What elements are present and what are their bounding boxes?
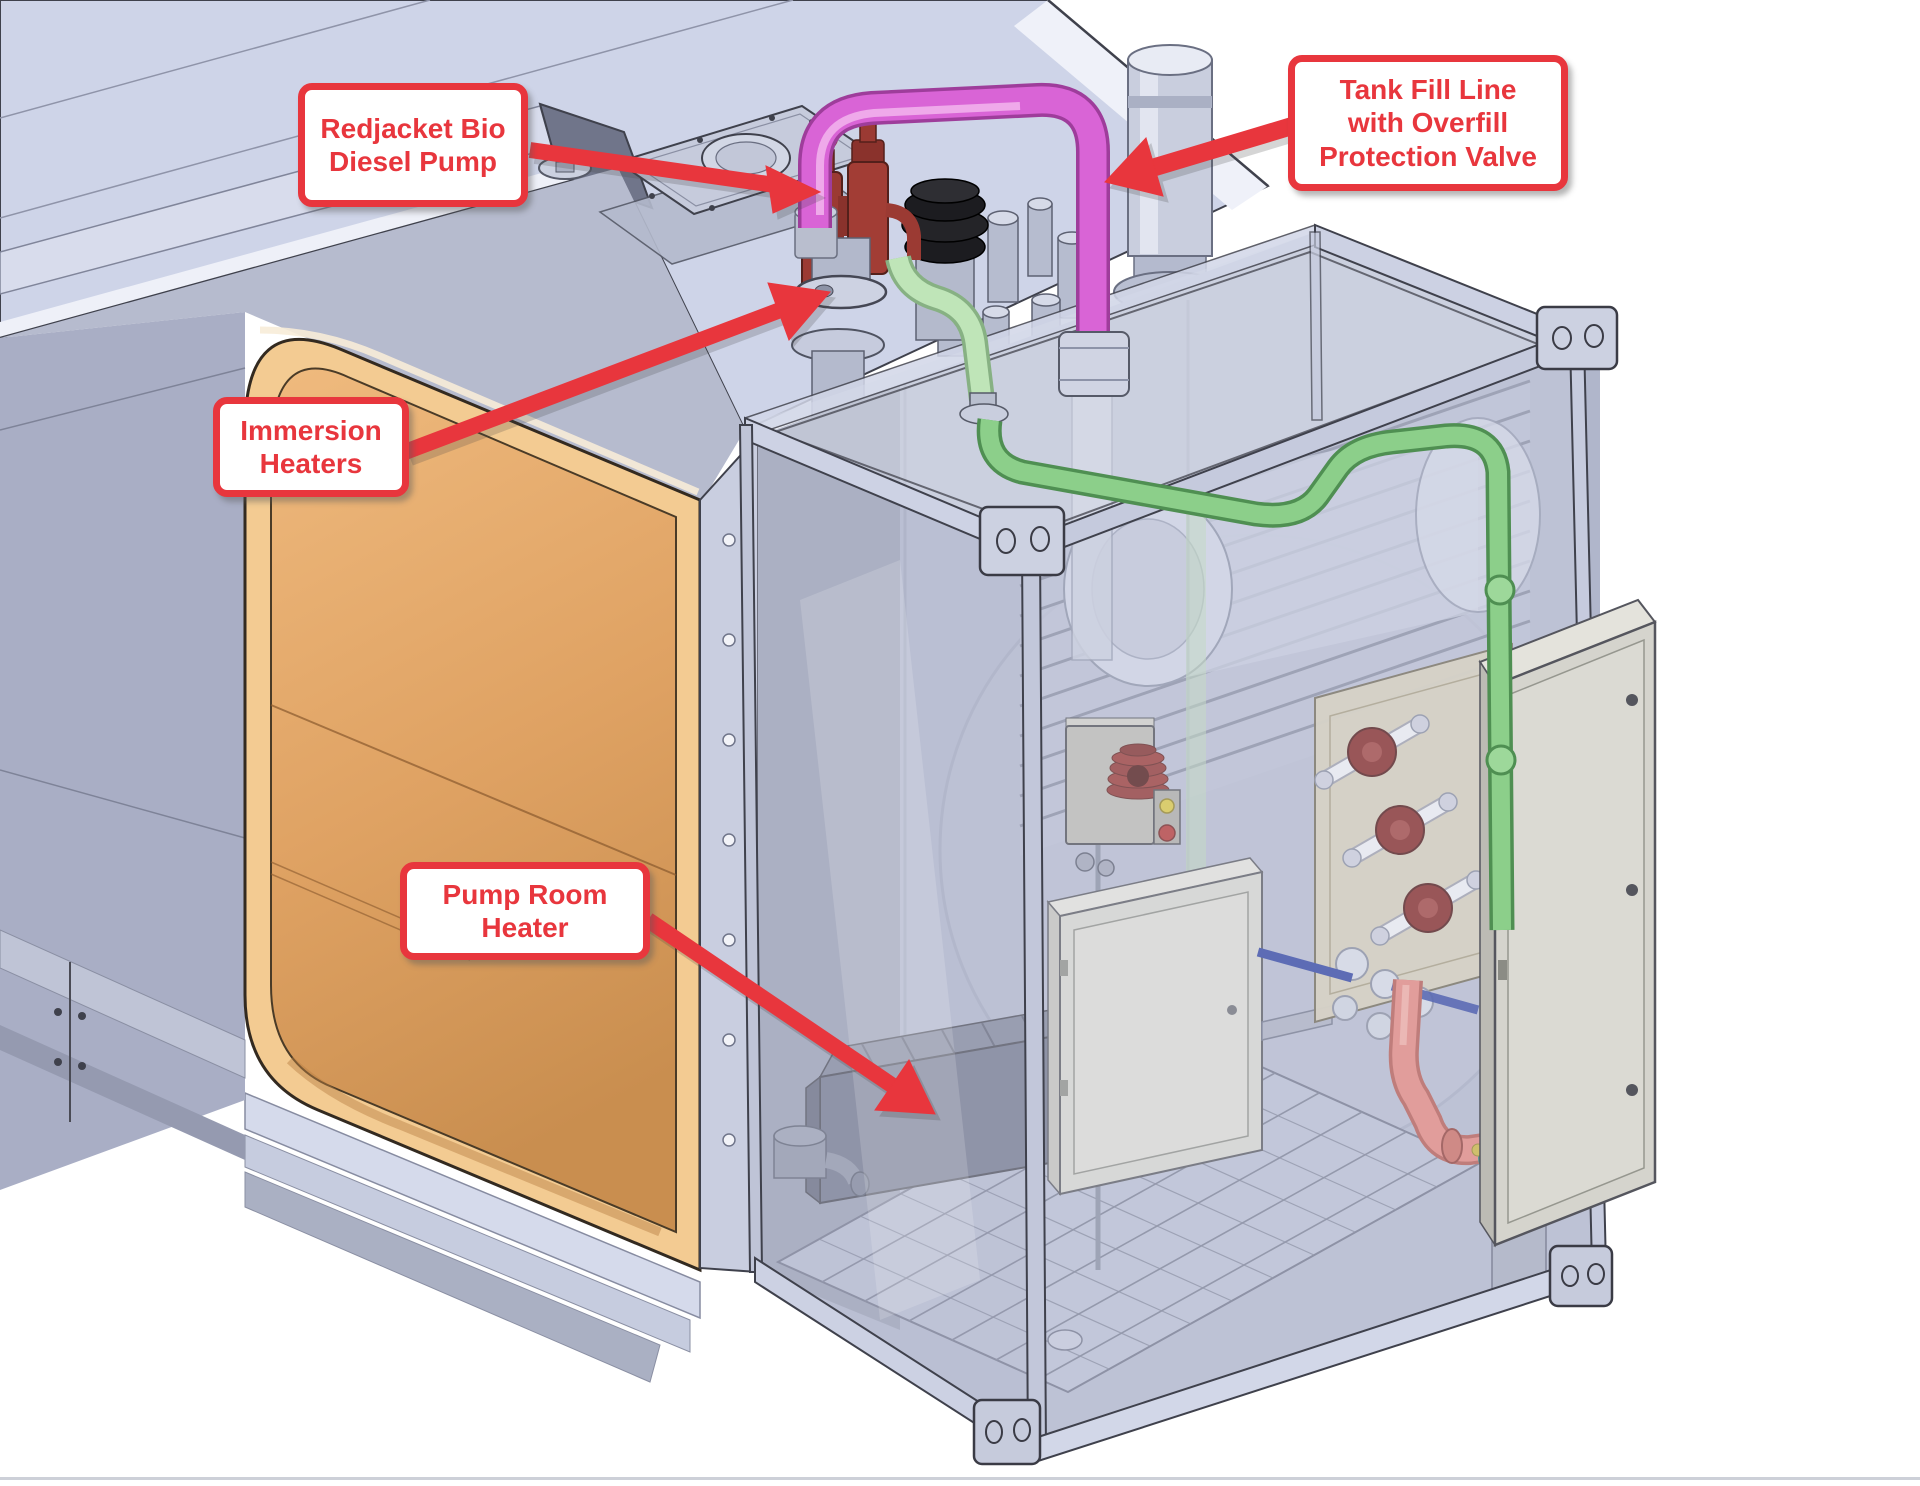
valve-manifold xyxy=(1256,642,1513,1040)
manifold-valve xyxy=(1370,870,1486,946)
callout-immersion-heaters: Immersion Heaters xyxy=(213,397,409,497)
tank-shoulder xyxy=(0,168,745,505)
corner-casting xyxy=(1535,305,1619,371)
arrow-immersion-heaters xyxy=(402,282,831,460)
corner-casting xyxy=(978,505,1066,577)
callout-pump-room-heater: Pump Room Heater xyxy=(400,862,650,960)
overfill-valve-collar xyxy=(1058,331,1130,397)
callout-line: Tank Fill Line xyxy=(1339,74,1517,106)
callout-arrows xyxy=(402,117,1300,1121)
callout-line: Diesel Pump xyxy=(328,146,498,177)
callout-redjacket-bio-diesel-pump: Redjacket Bio Diesel Pump xyxy=(298,83,528,207)
pipe-coupling xyxy=(1485,744,1517,776)
pump-room-contents xyxy=(758,300,1590,1394)
callout-line: Pump Room xyxy=(442,878,608,910)
red-indicator xyxy=(1158,824,1176,842)
corner-casting xyxy=(1548,1244,1614,1308)
arrow-pump-room-heater xyxy=(643,913,936,1115)
callout-line: Heaters xyxy=(259,448,363,479)
manifold-valve xyxy=(1342,792,1458,868)
arrow-redjacket-pump xyxy=(528,142,822,214)
enclosure-roof xyxy=(745,232,1577,548)
arrow-tank-fill-line xyxy=(1104,117,1295,197)
electrical-cabinet-large xyxy=(1478,598,1657,1248)
blue-valve-handle xyxy=(1256,947,1354,983)
tank-fill-pipe xyxy=(794,82,1130,397)
callout-line: Redjacket Bio xyxy=(320,112,506,144)
control-cabinet-small xyxy=(1046,857,1333,1197)
yellow-indicator xyxy=(1159,798,1175,814)
enclosure-right-wall xyxy=(1030,340,1600,1452)
enclosure-front-wall xyxy=(745,425,1035,1452)
pump-room-enclosure xyxy=(699,223,1657,1466)
callout-tank-fill-line: Tank Fill Line with Overfill Protection … xyxy=(1288,55,1568,191)
callout-line: Protection Valve xyxy=(1319,140,1537,172)
tank-base-rails xyxy=(244,1091,701,1383)
callout-line: Heater xyxy=(481,912,569,943)
manifold-valve xyxy=(1314,714,1430,790)
pipe-coupling xyxy=(1484,574,1516,606)
callout-line: with Overfill xyxy=(1347,107,1509,139)
corner-casting xyxy=(972,1398,1042,1466)
insulation-cutaway xyxy=(243,338,702,1273)
callout-line: Immersion xyxy=(240,414,382,446)
green-supply-pipe xyxy=(885,254,1517,931)
bottom-border-line xyxy=(0,1477,1920,1480)
